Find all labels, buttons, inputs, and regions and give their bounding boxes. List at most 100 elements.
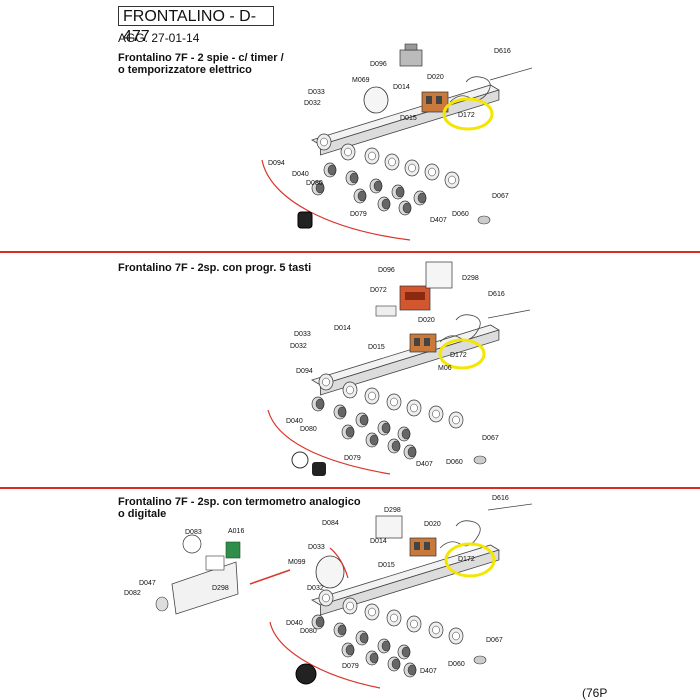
- part-label-d033: D033: [308, 89, 325, 96]
- part-label-d020: D020: [418, 317, 435, 324]
- connector-bracket: [261, 159, 411, 241]
- part-label-d082: D082: [124, 590, 141, 597]
- part-label-d047: D047: [139, 580, 156, 587]
- thermometer-dial: [315, 555, 345, 589]
- part-label-d014: D014: [334, 325, 351, 332]
- part-label-d080: D080: [300, 628, 317, 635]
- part-label-d616: D616: [488, 291, 505, 298]
- part-label-d616: D616: [492, 495, 509, 502]
- section-1-title: Frontalino 7F - 2 spie - c/ timer / o te…: [118, 52, 284, 76]
- terminal-block: [409, 333, 437, 353]
- d083-callout: [182, 534, 202, 554]
- part-label-d060: D060: [448, 661, 465, 668]
- page-number: (76P: [582, 686, 608, 700]
- part-label-d083: D083: [185, 529, 202, 536]
- part-label-d020: D020: [424, 521, 441, 528]
- part-label-d079: D079: [350, 211, 367, 218]
- part-label-d015: D015: [400, 115, 417, 122]
- part-label-d032: D032: [290, 343, 307, 350]
- part-label-m069: M069: [352, 77, 370, 84]
- thermocouple-cable: [439, 309, 531, 343]
- section-2-title: Frontalino 7F - 2sp. con progr. 5 tasti: [118, 262, 311, 274]
- connector-bracket: [267, 409, 391, 475]
- part-label-m099: M099: [288, 559, 306, 566]
- part-label-d033: D033: [294, 331, 311, 338]
- part-label-d040: D040: [292, 171, 309, 178]
- document-title: FRONTALINO - D-477: [118, 6, 274, 45]
- thermometer-bezel: [329, 547, 349, 579]
- programmer-module-icon: [399, 285, 431, 311]
- thermocouple-cable: [439, 503, 533, 549]
- part-label-d298-top: D298: [384, 507, 401, 514]
- part-label-d079: D079: [344, 455, 361, 462]
- highlight-circle: [438, 338, 486, 370]
- part-label-d014: D014: [393, 84, 410, 91]
- spare-knob-round: [291, 451, 309, 469]
- section-3-title: Frontalino 7F - 2sp. con termometro anal…: [118, 496, 361, 520]
- highlight-circle: [444, 542, 496, 578]
- display-pcb-icon: [225, 541, 241, 559]
- control-panel-frame: [311, 324, 500, 396]
- part-label-d067: D067: [492, 193, 509, 200]
- part-label-d067: D067: [486, 637, 503, 644]
- part-label-d096: D096: [378, 267, 395, 274]
- part-label-d080: D080: [300, 426, 317, 433]
- spare-knob: [312, 462, 326, 476]
- keypad-membrane: [375, 305, 397, 317]
- section-3-title-line1: Frontalino 7F - 2sp. con termometro anal…: [118, 496, 361, 508]
- section-divider-2: [0, 487, 700, 489]
- section-3-title-line2: o digitale: [118, 508, 167, 520]
- part-label-d084: D084: [322, 520, 339, 527]
- part-label-m06: M06: [438, 365, 452, 372]
- section-1-diagram: D096 D616 M069 D014 D020 D033 D032 D015 …: [261, 43, 533, 241]
- part-label-d015: D015: [368, 344, 385, 351]
- section-1-title-line1: Frontalino 7F - 2 spie - c/ timer /: [118, 52, 284, 64]
- thermocouple-cable: [449, 67, 533, 103]
- section-2-diagram: D096 D298 D072 D616 D014 D020 D033 D032 …: [267, 261, 531, 476]
- part-label-d067: D067: [482, 435, 499, 442]
- part-label-d040: D040: [286, 418, 303, 425]
- part-label-d020: D020: [427, 74, 444, 81]
- part-label-d298: D298: [462, 275, 479, 282]
- part-label-d616: D616: [494, 48, 511, 55]
- part-label-d172: D172: [458, 556, 475, 563]
- part-label-d094: D094: [296, 368, 313, 375]
- part-label-d172: D172: [458, 112, 475, 119]
- part-label-d407: D407: [430, 217, 447, 224]
- knobs-row: [311, 396, 417, 460]
- part-label-d407: D407: [420, 668, 437, 675]
- bracket-plate: [425, 261, 453, 289]
- part-label-d094: D094: [268, 160, 285, 167]
- timer-icon: [399, 43, 423, 67]
- part-label-d072: D072: [370, 287, 387, 294]
- part-label-d060: D060: [452, 211, 469, 218]
- section-2-title-line1: Frontalino 7F - 2sp. con progr. 5 tasti: [118, 262, 312, 274]
- connector-bracket: [269, 621, 381, 689]
- part-label-d033: D033: [308, 544, 325, 551]
- part-label-d172: D172: [450, 352, 467, 359]
- terminal-block: [409, 537, 437, 557]
- spare-knob: [297, 211, 313, 229]
- spare-knob-round: [295, 663, 317, 685]
- washer: [473, 655, 487, 665]
- section-divider-1: [0, 251, 700, 253]
- part-label-d407: D407: [416, 461, 433, 468]
- part-label-d060: D060: [446, 459, 463, 466]
- part-label-d014: D014: [370, 538, 387, 545]
- part-label-d040: D040: [286, 620, 303, 627]
- part-label-d032: D032: [307, 585, 324, 592]
- part-label-d298-kit: D298: [212, 585, 229, 592]
- highlight-circle: [442, 97, 494, 131]
- knobs-row: [311, 614, 417, 678]
- part-label-d079: D079: [342, 663, 359, 670]
- part-label-d096: D096: [370, 61, 387, 68]
- digital-thermometer-kit: [155, 534, 241, 615]
- part-label-a016: A016: [228, 528, 244, 535]
- terminal-block: [421, 91, 449, 113]
- washer: [473, 455, 487, 465]
- section-3-diagram: D298 D616 D084 D020 D083 A016 D033 D014 …: [124, 495, 533, 689]
- part-label-d032: D032: [304, 100, 321, 107]
- kit-arrow: [249, 569, 291, 585]
- section-1-title-line2: o temporizzatore elettrico: [118, 64, 252, 76]
